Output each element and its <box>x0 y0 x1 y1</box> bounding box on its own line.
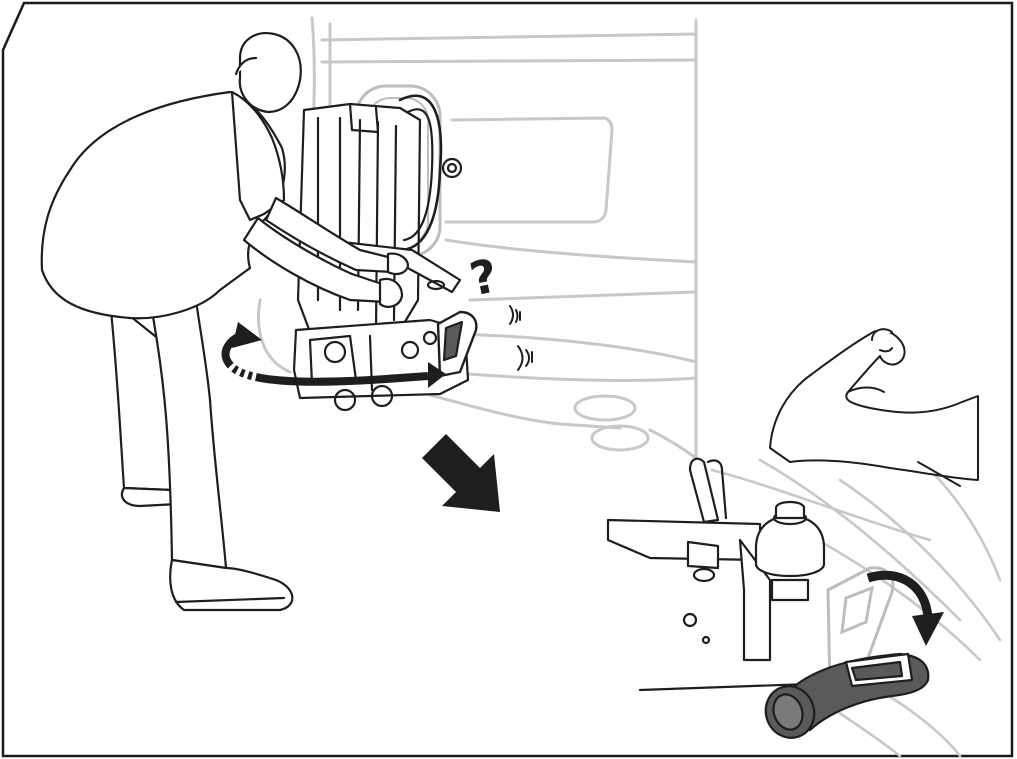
flexed-arm-icon <box>770 329 978 486</box>
direction-arrow-icon <box>422 434 500 512</box>
lever-handle-icon <box>759 654 929 745</box>
question-icon: ? <box>465 248 502 306</box>
question-mark: ? <box>465 248 502 306</box>
lever-down-arrow-icon <box>868 575 944 646</box>
